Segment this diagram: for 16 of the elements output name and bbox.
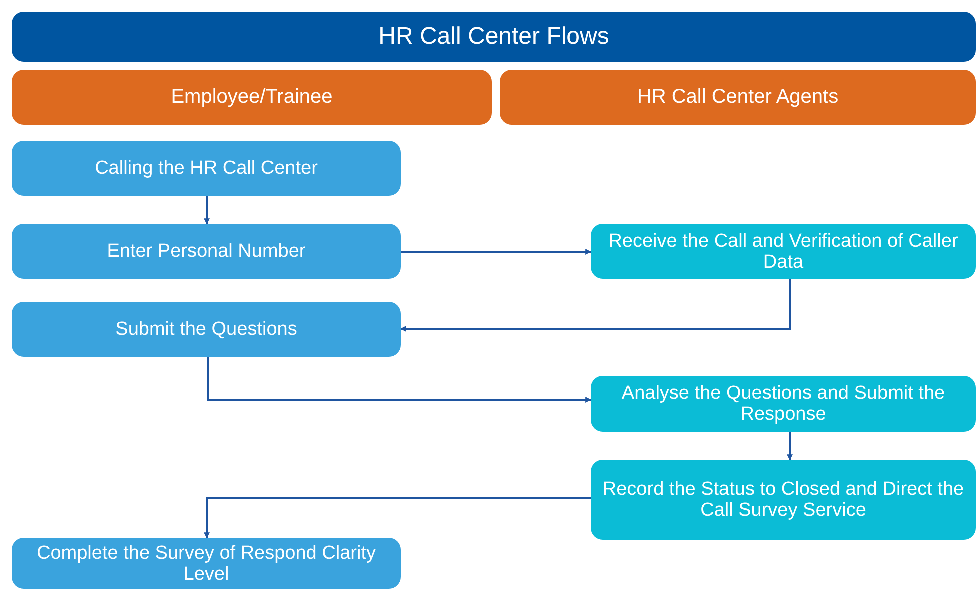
process-box: Enter Personal Number xyxy=(12,224,401,279)
title-banner: HR Call Center Flows xyxy=(12,12,976,62)
process-box: Calling the HR Call Center xyxy=(12,141,401,196)
arrow xyxy=(204,497,591,539)
process-box: Complete the Survey of Respond Clarity Level xyxy=(12,538,401,589)
lane-header: HR Call Center Agents xyxy=(500,70,976,125)
arrow xyxy=(787,432,793,461)
arrow xyxy=(204,196,210,225)
arrow xyxy=(400,279,791,332)
process-box: Record the Status to Closed and Direct the Call Survey Service xyxy=(591,460,976,540)
process-box: Submit the Questions xyxy=(12,302,401,357)
process-box: Receive the Call and Verification of Caller Data xyxy=(591,224,976,279)
lane-header: Employee/Trainee xyxy=(12,70,492,125)
arrow xyxy=(207,357,592,403)
process-box: Analyse the Questions and Submit the Response xyxy=(591,376,976,432)
arrow xyxy=(401,249,592,255)
